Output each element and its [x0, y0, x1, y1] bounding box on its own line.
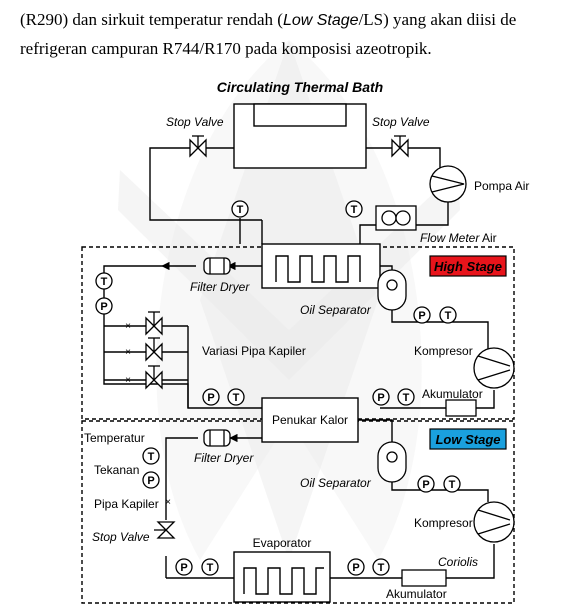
temp-sensor-ls-liquid-icon: T	[142, 447, 160, 465]
temp-sensor-ls-evap-in-symbol: T	[207, 562, 214, 574]
pressure-sensor-ls-evap-out-symbol: P	[352, 562, 359, 574]
diagram-title: Circulating Thermal Bath	[217, 79, 383, 95]
temp-sensor-ls-liquid-symbol: T	[148, 451, 155, 463]
oil-separator-hs-icon	[377, 269, 407, 311]
temp-sensor-hs-liquid-symbol: T	[101, 276, 108, 288]
coriolis-label: Coriolis	[438, 555, 478, 569]
tekanan-label: Tekanan	[94, 463, 139, 477]
capillary-x-mark: ×	[125, 347, 131, 358]
pressure-sensor-hs-hx-in-icon: P	[202, 388, 220, 406]
pressure-sensor-ls-evap-in-icon: P	[175, 558, 193, 576]
pressure-sensor-ls-evap-out-icon: P	[347, 558, 365, 576]
temp-sensor-ls-evap-out-symbol: T	[378, 562, 385, 574]
temp-sensor-ls-evap-out-icon: T	[372, 558, 390, 576]
evaporator-label: Evaporator	[253, 536, 312, 550]
pressure-sensor-hs-liquid-icon: P	[95, 297, 113, 315]
pressure-sensor-hs-hx-out-icon: P	[372, 388, 390, 406]
low-stage-badge	[429, 428, 507, 450]
temp-sensor-hs-discharge-icon: T	[439, 306, 457, 324]
paragraph-text: /LS) yang akan diisi de	[358, 10, 517, 29]
stop-valve-left-icon	[189, 135, 207, 158]
high-stage-badge	[429, 255, 507, 277]
evaporator-coil	[243, 567, 324, 595]
filter-dryer-ls-label: Filter Dryer	[194, 451, 254, 465]
high-stage-label: High Stage	[434, 259, 502, 274]
stop-valve-left-label: Stop Valve	[166, 115, 224, 129]
penukar-kalor-label: Penukar Kalor	[272, 413, 348, 427]
pompa-air-label: Pompa Air	[474, 179, 529, 193]
temp-sensor-bath-return-symbol: T	[237, 204, 244, 216]
capillary-valve-3-icon	[145, 365, 163, 390]
low-stage-frame	[81, 420, 515, 604]
oil-separator-hs-label: Oil Separator	[300, 303, 372, 317]
temp-sensor-ls-discharge-icon: T	[443, 475, 461, 493]
temp-sensor-hs-hx-out-icon: T	[397, 388, 415, 406]
temp-sensor-hs-liquid-icon: T	[95, 272, 113, 290]
akumulator-hs-label: Akumulator	[422, 387, 483, 401]
filter-dryer-ls-icon	[203, 429, 231, 447]
temp-sensor-hs-hx-out-symbol: T	[403, 392, 410, 404]
stop-valve-right-label: Stop Valve	[372, 115, 430, 129]
flow-meter-label: Flow Meter Air	[420, 231, 497, 245]
thermal-bath-lid	[253, 103, 347, 127]
accumulator-ls-icon	[401, 569, 447, 587]
paragraph-line-1: (R290) dan sirkuit temperatur rendah (Lo…	[20, 6, 578, 35]
kompresor-hs-label: Kompresor	[414, 344, 473, 358]
water-pump-icon	[429, 165, 467, 203]
paragraph-text: (R290) dan sirkuit temperatur rendah (	[20, 10, 283, 29]
low-stage-label: Low Stage	[435, 432, 500, 447]
temp-sensor-bath-flow-symbol: T	[351, 204, 358, 216]
condenser-coil	[275, 255, 361, 283]
temperatur-label: Temperatur	[84, 431, 145, 445]
temp-sensor-hs-hx-in-icon: T	[227, 388, 245, 406]
pressure-sensor-hs-liquid-symbol: P	[100, 301, 107, 313]
variasi-pipa-kapiler-label: Variasi Pipa Kapiler	[202, 344, 306, 358]
oil-separator-ls-icon	[377, 441, 407, 483]
temp-sensor-bath-return-icon: T	[231, 200, 249, 218]
pressure-sensor-hs-discharge-symbol: P	[418, 310, 425, 322]
pressure-sensor-hs-discharge-icon: P	[413, 306, 431, 324]
akumulator-ls-label: Akumulator	[386, 587, 447, 601]
kompresor-ls-label: Kompresor	[414, 516, 473, 530]
capillary-valve-2-icon	[145, 337, 163, 362]
stop-valve-right-icon	[391, 135, 409, 158]
filter-dryer-hs-icon	[203, 257, 231, 275]
accumulator-hs-icon	[445, 399, 477, 417]
temp-sensor-hs-discharge-symbol: T	[445, 310, 452, 322]
pressure-sensor-ls-discharge-icon: P	[417, 475, 435, 493]
filter-dryer-hs-label: Filter Dryer	[190, 280, 250, 294]
pressure-sensor-ls-discharge-symbol: P	[422, 479, 429, 491]
capillary-valve-1-icon	[145, 311, 163, 336]
temp-sensor-ls-discharge-symbol: T	[449, 479, 456, 491]
pressure-sensor-ls-evap-in-symbol: P	[180, 562, 187, 574]
compressor-hs-icon	[473, 347, 515, 389]
intro-paragraph: (R290) dan sirkuit temperatur rendah (Lo…	[20, 6, 578, 63]
stop-valve-ls-icon	[154, 521, 176, 539]
stop-valve-ls-label: Stop Valve	[92, 530, 150, 544]
paragraph-line-2: refrigeran campuran R744/R170 pada kompo…	[20, 39, 432, 58]
capillary-x-mark: ×	[165, 497, 171, 508]
pressure-sensor-hs-hx-out-symbol: P	[377, 392, 384, 404]
temp-sensor-bath-flow-icon: T	[345, 200, 363, 218]
flow-meter-label-italic: Flow Meter	[420, 231, 480, 245]
capillary-x-mark: ×	[125, 375, 131, 386]
pressure-sensor-ls-liquid-symbol: P	[147, 475, 154, 487]
flow-meter-icon	[375, 205, 417, 231]
oil-separator-ls-label: Oil Separator	[300, 476, 372, 490]
flow-meter-label-suffix: Air	[479, 231, 496, 245]
temp-sensor-hs-hx-in-symbol: T	[233, 392, 240, 404]
low-stage-italic: Low Stage	[282, 12, 359, 29]
temp-sensor-ls-evap-in-icon: T	[201, 558, 219, 576]
pressure-sensor-hs-hx-in-symbol: P	[207, 392, 214, 404]
pipa-kapiler-label: Pipa Kapiler	[94, 497, 159, 511]
compressor-ls-icon	[473, 501, 515, 543]
capillary-x-mark: ×	[125, 321, 131, 332]
pressure-sensor-ls-liquid-icon: P	[142, 471, 160, 489]
